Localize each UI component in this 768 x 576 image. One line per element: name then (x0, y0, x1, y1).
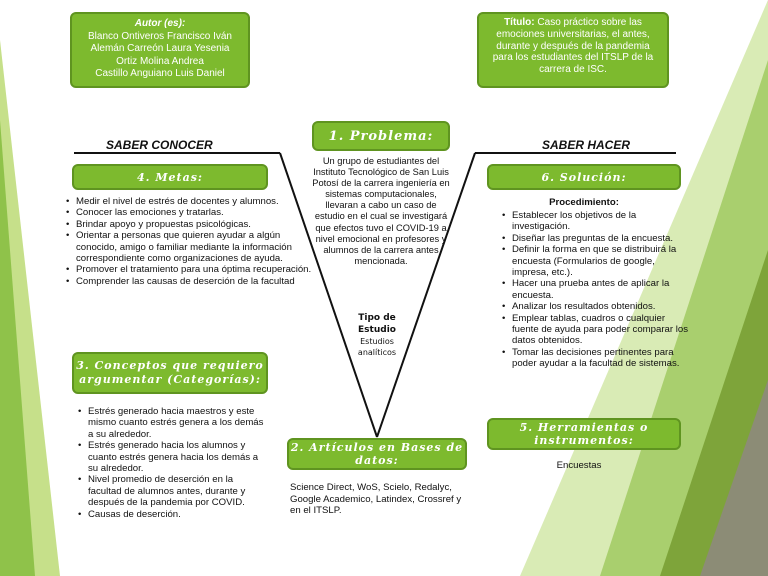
list-item: Brindar apoyo y propuestas psicológicas. (76, 219, 312, 230)
articulos-box: 2. Artículos en Bases de datos: (287, 438, 467, 470)
list-item: Hacer una prueba antes de aplicar la enc… (512, 278, 694, 301)
author-label: Autor (es): (72, 18, 248, 31)
list-item: Comprender las causas de deserción de la… (76, 276, 312, 287)
herramientas-title: 5. Herramientas o (520, 421, 649, 434)
problema-box: 1. Problema: (312, 121, 450, 151)
herramientas-text: Encuestas (487, 460, 671, 472)
articulos-title: 2. Artículos en Bases de (291, 441, 463, 454)
conceptos-list: Estrés generado hacia maestros y este mi… (76, 406, 268, 520)
list-item: Conocer las emociones y tratarlas. (76, 207, 312, 218)
tipo-estudio-title: Estudio (336, 324, 418, 336)
tipo-estudio: Tipo de Estudio Estudios analíticos (336, 312, 418, 358)
list-item: Promover el tratamiento para una óptima … (76, 264, 312, 275)
solucion-title: 6. Solución: (541, 171, 626, 184)
tipo-estudio-value: analíticos (336, 347, 418, 358)
herramientas-title: instrumentos: (534, 434, 634, 447)
metas-list: Medir el nivel de estrés de docentes y a… (64, 196, 312, 287)
list-item: Orientar a personas que quieren ayudar a… (76, 230, 312, 264)
title-box: Título: Caso práctico sobre las emocione… (477, 12, 669, 88)
articulos-text: Science Direct, WoS, Scielo, Redalyc, Go… (290, 482, 470, 517)
herramientas-box: 5. Herramientas o instrumentos: (487, 418, 681, 450)
list-item: Estrés generado hacia los alumnos y cuan… (88, 440, 268, 474)
conceptos-title: 3. Conceptos que requiero (76, 359, 264, 373)
list-item: Estrés generado hacia maestros y este mi… (88, 406, 268, 440)
list-item: Tomar las decisiones pertinentes para po… (512, 347, 694, 370)
solucion-list: Establecer los objetivos de la investiga… (500, 210, 694, 370)
list-item: Medir el nivel de estrés de docentes y a… (76, 196, 312, 207)
list-item: Emplear tablas, cuadros o cualquier fuen… (512, 313, 694, 347)
list-item: Establecer los objetivos de la investiga… (512, 210, 694, 233)
tipo-estudio-value: Estudios (336, 336, 418, 347)
problema-title: 1. Problema: (329, 129, 434, 144)
list-item: Nivel promedio de deserción en la facult… (88, 474, 268, 508)
solucion-subtitle: Procedimiento: (487, 197, 681, 209)
saber-hacer-heading: SABER HACER (542, 138, 630, 152)
list-item: Causas de deserción. (88, 509, 268, 520)
list-item: Analizar los resultados obtenidos. (512, 301, 694, 312)
metas-box: 4. Metas: (72, 164, 268, 190)
author-box: Autor (es): Blanco Ontiveros Francisco I… (70, 12, 250, 88)
author-name: Castillo Anguiano Luis Daniel (72, 68, 248, 81)
author-name: Alemán Carreón Laura Yesenia (72, 43, 248, 56)
articulos-title: datos: (355, 454, 399, 467)
list-item: Diseñar las preguntas de la encuesta. (512, 233, 694, 244)
title-label: Título: (504, 17, 535, 28)
author-name: Blanco Ontiveros Francisco Iván (72, 31, 248, 44)
conceptos-box: 3. Conceptos que requiero argumentar (Ca… (72, 352, 268, 394)
list-item: Definir la forma en que se distribuirá l… (512, 244, 694, 278)
solucion-box: 6. Solución: (487, 164, 681, 190)
problema-text: Un grupo de estudiantes del Instituto Te… (312, 156, 450, 267)
saber-conocer-heading: SABER CONOCER (106, 138, 213, 152)
metas-title: 4. Metas: (137, 171, 203, 184)
tipo-estudio-title: Tipo de (336, 312, 418, 324)
author-name: Ortiz Molina Andrea (72, 56, 248, 69)
conceptos-title: argumentar (Categorías): (79, 373, 261, 387)
